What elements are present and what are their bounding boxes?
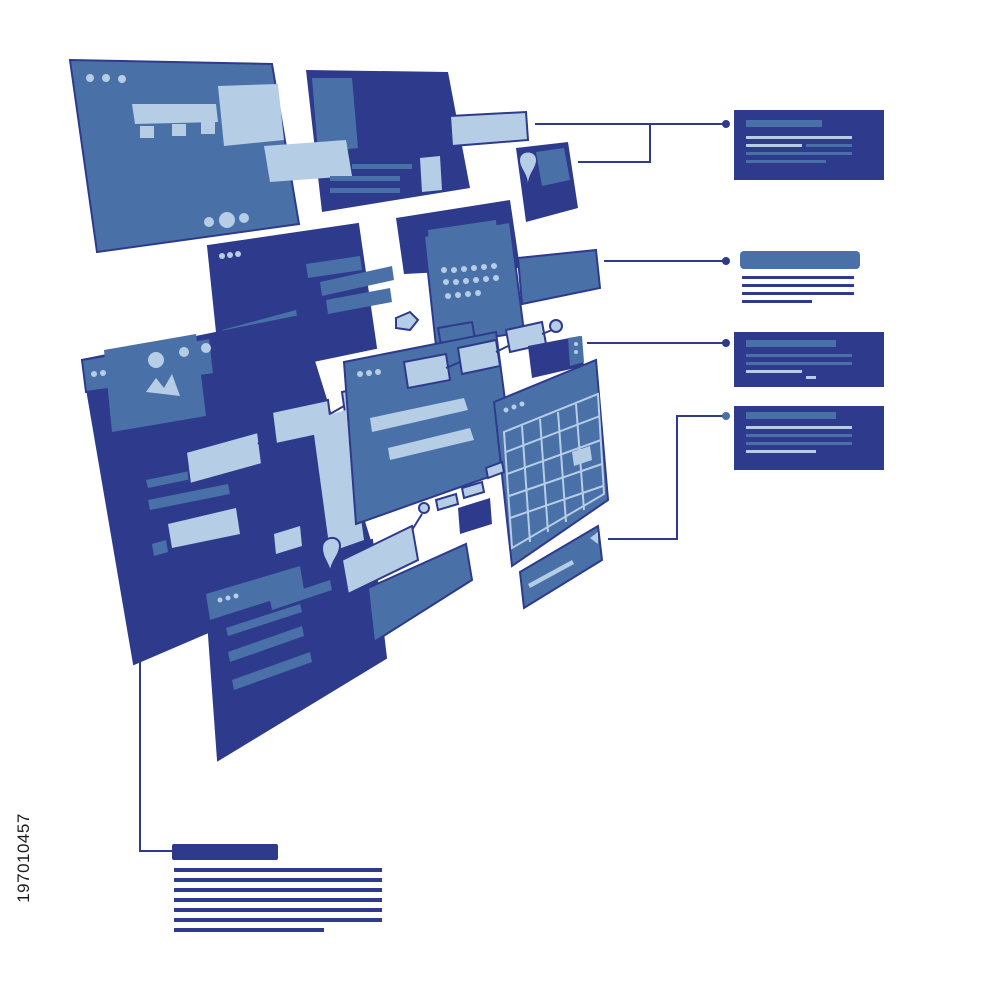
connector-chain — [411, 460, 506, 534]
image-card-small — [516, 142, 578, 222]
callout-4 — [734, 406, 884, 470]
connector-lines — [139, 120, 730, 852]
toggle-widget — [528, 336, 584, 378]
panel-center-card — [342, 319, 563, 526]
pill-button — [516, 248, 602, 306]
callout-3 — [734, 332, 884, 387]
stock-image-id-text: 197010457 — [14, 813, 33, 903]
arrow-right-icon — [395, 310, 420, 332]
map-pin-icon — [520, 152, 536, 184]
pill-button — [340, 524, 420, 596]
calendar-grid-icon — [502, 392, 606, 550]
map-pin-icon — [320, 537, 342, 575]
panel-bottom — [204, 524, 474, 762]
image-block — [218, 84, 284, 146]
image-block — [132, 104, 218, 124]
pill-button — [184, 430, 264, 486]
callout-2 — [740, 251, 860, 303]
pill-button — [448, 110, 530, 148]
floating-card — [264, 140, 352, 182]
callout-1 — [734, 110, 884, 180]
panel-top-middle — [264, 70, 530, 212]
pill-button — [456, 338, 502, 376]
image-placeholder-icon — [148, 352, 164, 368]
pill-button — [402, 352, 452, 390]
panel-middle-grid — [395, 200, 602, 352]
dot-grid — [441, 263, 499, 299]
panel-top-left — [68, 58, 301, 254]
slider-bar — [518, 524, 604, 610]
pill-button — [366, 542, 474, 644]
calendar-screen — [492, 358, 610, 568]
callout-bottom-left — [172, 844, 382, 932]
stock-image-id: 197010457 — [4, 758, 44, 958]
